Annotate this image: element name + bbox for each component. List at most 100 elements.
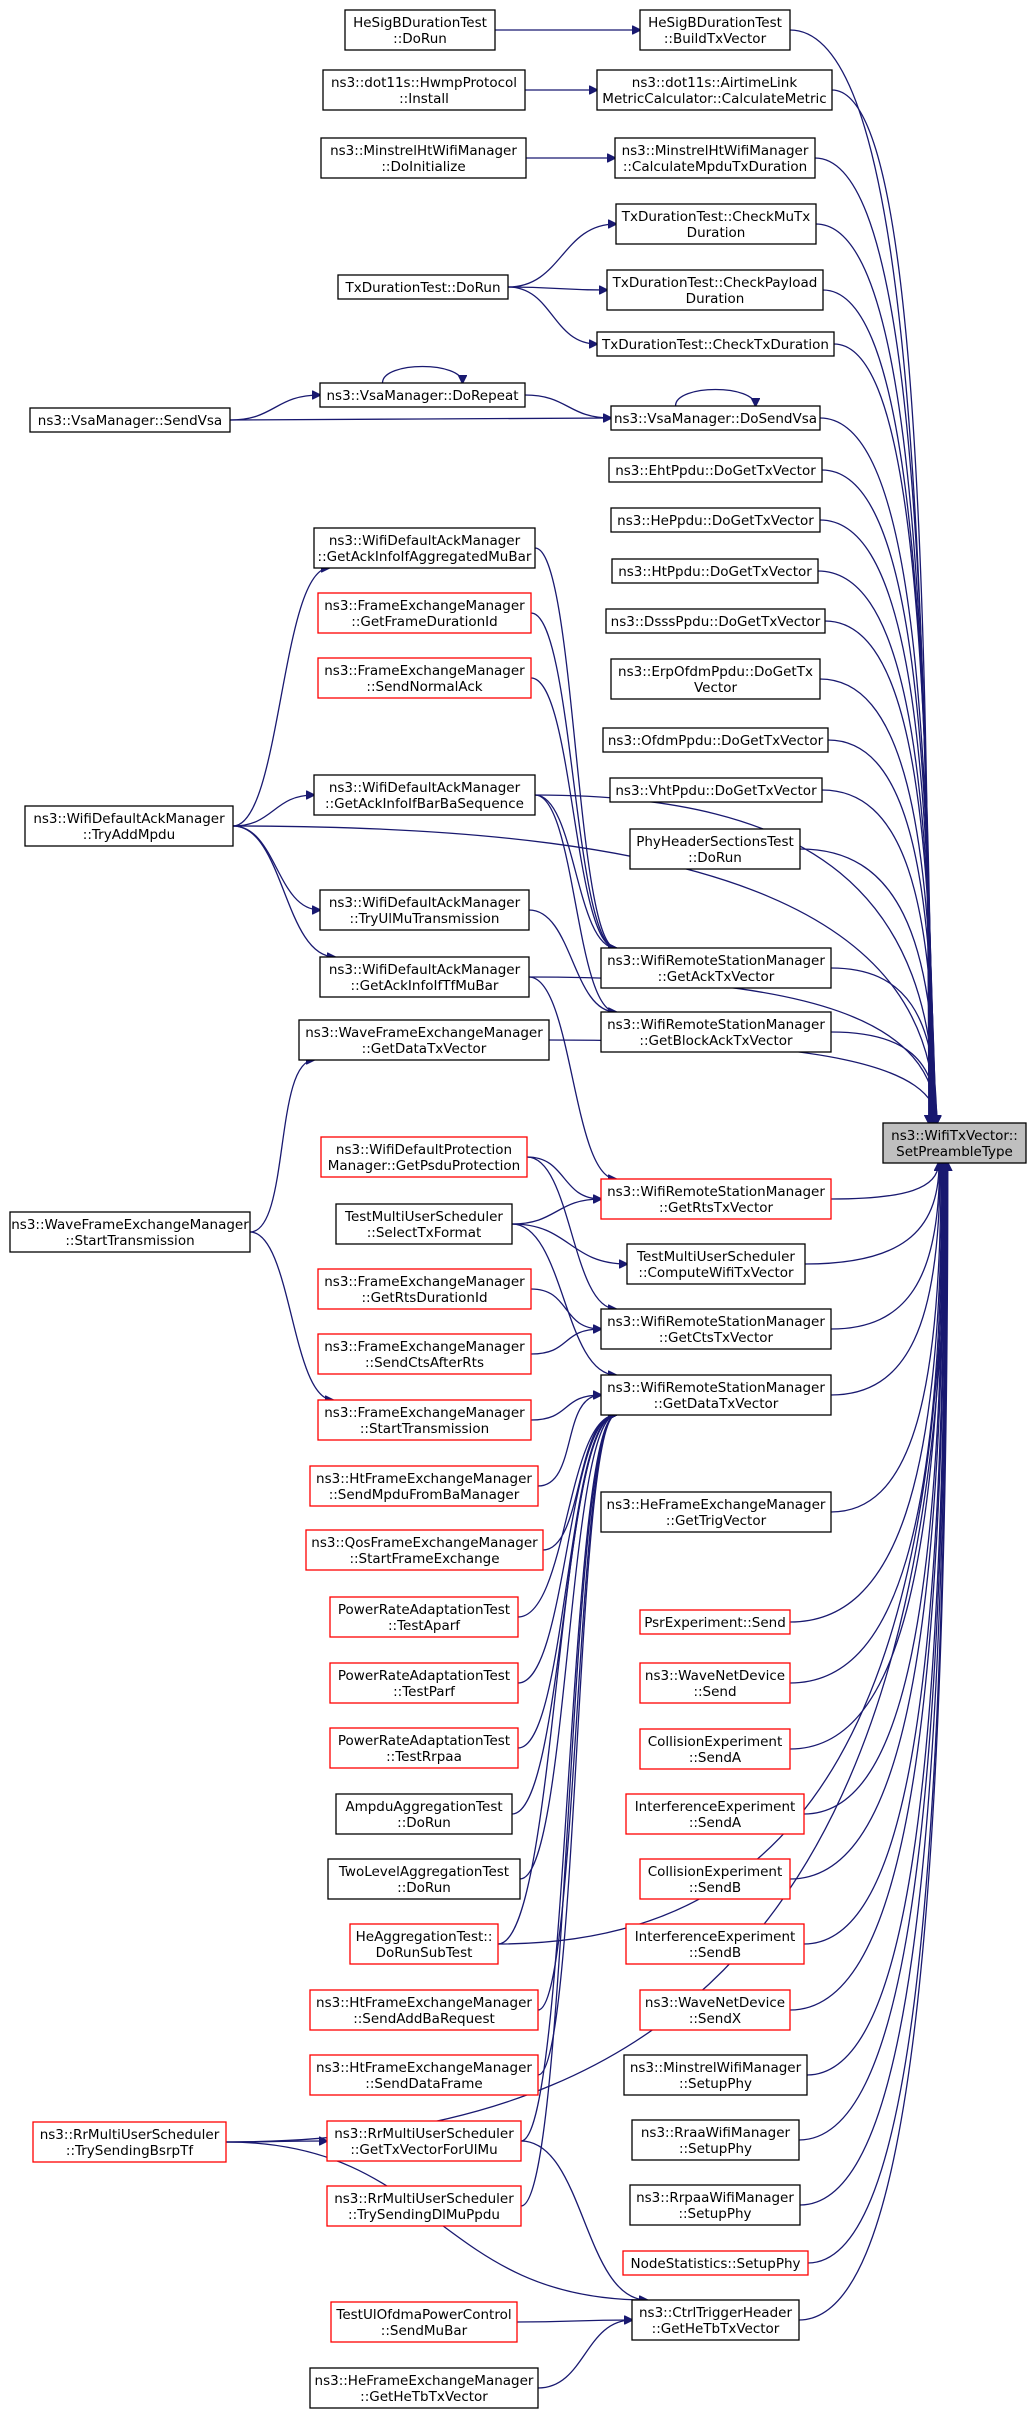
node-fem-getrtsdur[interactable]: ns3::FrameExchangeManager::GetRtsDuratio… bbox=[317, 1268, 532, 1310]
node-airtime[interactable]: ns3::dot11s::AirtimeLinkMetricCalculator… bbox=[596, 69, 833, 111]
node-label-line: ::DoRun bbox=[397, 1815, 451, 1831]
node-qosfem-start[interactable]: ns3::QosFrameExchangeManager::StartFrame… bbox=[305, 1529, 544, 1571]
node-vsa-dorepeat[interactable]: ns3::VsaManager::DoRepeat bbox=[319, 382, 526, 408]
node-rraa-setup[interactable]: ns3::RraaWifiManager::SetupPhy bbox=[631, 2119, 800, 2161]
node-prot-getpsdu[interactable]: ns3::WifiDefaultProtectionManager::GetPs… bbox=[320, 1136, 528, 1178]
node-label-line: ns3::ErpOfdmPpdu::DoGetTx bbox=[618, 664, 813, 680]
node-pra-rrpaa[interactable]: PowerRateAdaptationTest::TestRrpaa bbox=[329, 1727, 519, 1769]
edge-airtime-to-target bbox=[831, 89, 929, 1123]
node-label-line: ns3::WifiDefaultProtection bbox=[336, 1142, 512, 1158]
node-minstrel-setup[interactable]: ns3::MinstrelWifiManager::SetupPhy bbox=[623, 2054, 808, 2096]
node-minstrel-ht-init[interactable]: ns3::MinstrelHtWifiManager::DoInitialize bbox=[320, 137, 527, 179]
node-label-line: ::DoRun bbox=[688, 850, 742, 866]
node-label-line: ::DoRun bbox=[397, 1880, 451, 1896]
node-ofdm-ppdu[interactable]: ns3::OfdmPpdu::DoGetTxVector bbox=[602, 727, 829, 753]
edge-ack-tryaddmpdu-to-ack-tryul bbox=[232, 825, 320, 910]
node-vsa-sendvsa[interactable]: ns3::VsaManager::SendVsa bbox=[29, 407, 231, 433]
node-wavefem-starttx[interactable]: ns3::WaveFrameExchangeManager::StartTran… bbox=[9, 1211, 251, 1253]
node-hesig-dorun[interactable]: HeSigBDurationTest::DoRun bbox=[344, 9, 496, 51]
node-get-cts-tx[interactable]: ns3::WifiRemoteStationManager::GetCtsTxV… bbox=[600, 1308, 832, 1350]
node-get-blockack-tx[interactable]: ns3::WifiRemoteStationManager::GetBlockA… bbox=[600, 1011, 832, 1053]
node-compute-wifi-tx[interactable]: TestMultiUserScheduler::ComputeWifiTxVec… bbox=[626, 1243, 806, 1285]
node-wave-send[interactable]: ns3::WaveNetDevice::Send bbox=[639, 1662, 791, 1704]
node-tmu-select[interactable]: TestMultiUserScheduler::SelectTxFormat bbox=[335, 1203, 513, 1245]
node-box bbox=[596, 69, 833, 111]
node-get-rts-tx[interactable]: ns3::WifiRemoteStationManager::GetRtsTxV… bbox=[600, 1178, 832, 1220]
node-ack-tryaddmpdu[interactable]: ns3::WifiDefaultAckManager::TryAddMpdu bbox=[24, 805, 234, 847]
node-testul-sendmubar[interactable]: TestUlOfdmaPowerControl::SendMuBar bbox=[330, 2301, 518, 2343]
node-label-line: ns3::dot11s::AirtimeLink bbox=[632, 75, 798, 91]
node-label-line: ::TestRrpaa bbox=[386, 1749, 462, 1765]
node-htfem-sendaddba[interactable]: ns3::HtFrameExchangeManager::SendAddBaRe… bbox=[309, 1989, 539, 2031]
node-fem-getframedur[interactable]: ns3::FrameExchangeManager::GetFrameDurat… bbox=[317, 592, 532, 634]
node-box bbox=[329, 1662, 519, 1704]
node-get-data-tx[interactable]: ns3::WifiRemoteStationManager::GetDataTx… bbox=[600, 1374, 832, 1416]
node-box bbox=[639, 1662, 791, 1704]
node-hwmp-install[interactable]: ns3::dot11s::HwmpProtocol::Install bbox=[322, 69, 526, 111]
node-htfem-senddata[interactable]: ns3::HtFrameExchangeManager::SendDataFra… bbox=[309, 2054, 539, 2096]
node-ampdu-dorun[interactable]: AmpduAggregationTest::DoRun bbox=[335, 1793, 513, 1835]
node-rrmu-gettxul[interactable]: ns3::RrMultiUserScheduler::GetTxVectorFo… bbox=[326, 2120, 522, 2162]
node-label-line: ns3::RrMultiUserScheduler bbox=[40, 2127, 220, 2143]
node-label-line: AmpduAggregationTest bbox=[345, 1799, 502, 1815]
node-ht-ppdu[interactable]: ns3::HtPpdu::DoGetTxVector bbox=[611, 558, 819, 584]
node-label-line: ::SendA bbox=[689, 1815, 742, 1831]
node-rrpaa-setup[interactable]: ns3::RrpaaWifiManager::SetupPhy bbox=[629, 2184, 801, 2226]
edge-rrpaa-setup-to-target bbox=[799, 1163, 947, 2206]
node-pra-aparf[interactable]: PowerRateAdaptationTest::TestAparf bbox=[329, 1596, 519, 1638]
node-twolevel-dorun[interactable]: TwoLevelAggregationTest::DoRun bbox=[327, 1858, 521, 1900]
node-inter-sendb[interactable]: InterferenceExperiment::SendB bbox=[625, 1923, 805, 1965]
node-ack-tryul[interactable]: ns3::WifiDefaultAckManager::TryUlMuTrans… bbox=[319, 889, 530, 931]
node-check-txdur[interactable]: TxDurationTest::CheckTxDuration bbox=[596, 331, 835, 357]
node-label-line: ::SendB bbox=[689, 1880, 741, 1896]
node-coll-sendb[interactable]: CollisionExperiment::SendB bbox=[639, 1858, 791, 1900]
node-ctrl-trigger[interactable]: ns3::CtrlTriggerHeader::GetHeTbTxVector bbox=[631, 2299, 800, 2341]
node-label-line: HeAggregationTest:: bbox=[356, 1929, 493, 1945]
edge-vsa-sendvsa-to-vsa-dorepeat bbox=[229, 395, 320, 421]
node-psr-send[interactable]: PsrExperiment::Send bbox=[639, 1609, 791, 1635]
edge-prot-getpsdu-to-get-cts-tx bbox=[526, 1156, 616, 1309]
node-phyheader[interactable]: PhyHeaderSectionsTest::DoRun bbox=[629, 828, 801, 870]
node-he-get-trig[interactable]: ns3::HeFrameExchangeManager::GetTrigVect… bbox=[600, 1491, 832, 1533]
node-box bbox=[29, 407, 231, 433]
node-label-line: ns3::HtFrameExchangeManager bbox=[316, 2060, 532, 2076]
node-ack-aggmubar[interactable]: ns3::WifiDefaultAckManager::GetAckInfoIf… bbox=[313, 527, 536, 569]
node-coll-senda[interactable]: CollisionExperiment::SendA bbox=[639, 1728, 791, 1770]
node-hefem-gethetb[interactable]: ns3::HeFrameExchangeManager::GetHeTbTxVe… bbox=[309, 2367, 539, 2409]
node-erp-ppdu[interactable]: ns3::ErpOfdmPpdu::DoGetTxVector bbox=[610, 658, 821, 700]
node-txdur-dorun[interactable]: TxDurationTest::DoRun bbox=[337, 274, 509, 300]
node-minstrel-ht-calc[interactable]: ns3::MinstrelHtWifiManager::CalculateMpd… bbox=[614, 137, 816, 179]
node-inter-senda[interactable]: InterferenceExperiment::SendA bbox=[625, 1793, 805, 1835]
node-pra-parf[interactable]: PowerRateAdaptationTest::TestParf bbox=[329, 1662, 519, 1704]
edge-coll-sendb-to-target bbox=[789, 1163, 944, 1880]
node-ack-barba[interactable]: ns3::WifiDefaultAckManager::GetAckInfoIf… bbox=[313, 774, 536, 816]
node-label-line: TxDurationTest::DoRun bbox=[344, 280, 500, 296]
node-htfem-sendmpdu[interactable]: ns3::HtFrameExchangeManager::SendMpduFro… bbox=[309, 1465, 539, 1507]
node-wave-getdatatx[interactable]: ns3::WaveFrameExchangeManager::GetDataTx… bbox=[298, 1019, 550, 1061]
node-wave-sendx[interactable]: ns3::WaveNetDevice::SendX bbox=[639, 1989, 791, 2031]
node-vsa-dosend[interactable]: ns3::VsaManager::DoSendVsa bbox=[610, 405, 821, 431]
node-eht-ppdu[interactable]: ns3::EhtPpdu::DoGetTxVector bbox=[608, 457, 823, 483]
node-ack-tfmubar[interactable]: ns3::WifiDefaultAckManager::GetAckInfoIf… bbox=[319, 956, 530, 998]
node-nodestats-setup[interactable]: NodeStatistics::SetupPhy bbox=[622, 2250, 809, 2276]
node-box bbox=[320, 1136, 528, 1178]
node-vht-ppdu[interactable]: ns3::VhtPpdu::DoGetTxVector bbox=[609, 777, 823, 803]
node-he-ppdu[interactable]: ns3::HePpdu::DoGetTxVector bbox=[610, 507, 821, 533]
node-label-line: ns3::EhtPpdu::DoGetTxVector bbox=[615, 463, 816, 479]
node-fem-starttx[interactable]: ns3::FrameExchangeManager::StartTransmis… bbox=[317, 1399, 532, 1441]
node-fem-sendcts[interactable]: ns3::FrameExchangeManager::SendCtsAfterR… bbox=[317, 1333, 532, 1375]
node-dsss-ppdu[interactable]: ns3::DsssPpdu::DoGetTxVector bbox=[605, 608, 826, 634]
node-label-line: Duration bbox=[687, 225, 746, 241]
edge-get-cts-tx-to-target bbox=[830, 1163, 940, 1330]
node-fem-sendnormalack[interactable]: ns3::FrameExchangeManager::SendNormalAck bbox=[317, 657, 532, 699]
edge-ack-aggmubar-to-get-ack-tx bbox=[534, 547, 616, 948]
node-rrmu-trydl[interactable]: ns3::RrMultiUserScheduler::TrySendingDlM… bbox=[326, 2185, 522, 2227]
node-hesig-build[interactable]: HeSigBDurationTest::BuildTxVector bbox=[639, 9, 791, 51]
node-label-line: TestMultiUserScheduler bbox=[636, 1249, 795, 1265]
node-heagg-dorunsub[interactable]: HeAggregationTest::DoRunSubTest bbox=[349, 1923, 499, 1965]
node-rrmu-trybsrp[interactable]: ns3::RrMultiUserScheduler::TrySendingBsr… bbox=[32, 2121, 227, 2163]
node-label-line: ::GetBlockAckTxVector bbox=[639, 1033, 793, 1049]
node-get-ack-tx[interactable]: ns3::WifiRemoteStationManager::GetAckTxV… bbox=[600, 947, 832, 989]
